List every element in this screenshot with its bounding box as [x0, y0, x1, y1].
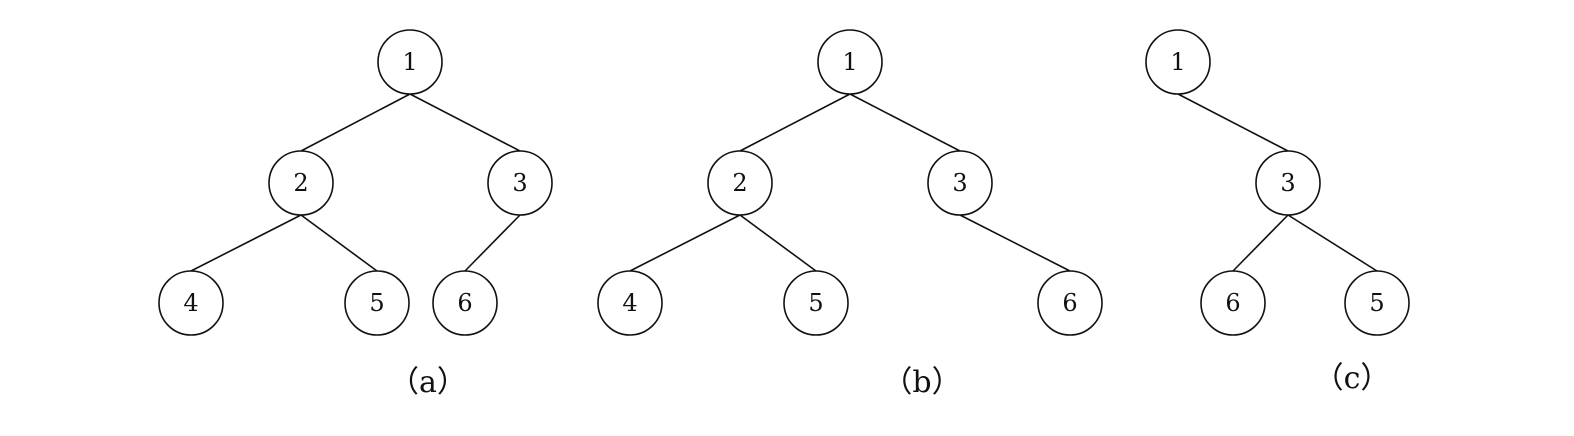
- tree-node-b1: 1: [817, 29, 883, 95]
- tree-caption: （b）: [882, 365, 961, 400]
- node-circle: [817, 29, 883, 95]
- tree-node-a3: 3: [487, 150, 553, 216]
- edge-b2-b5: [739, 214, 817, 272]
- edge-a2-a5: [300, 214, 378, 272]
- node-label: 4: [622, 289, 637, 317]
- tree-node-b6: 6: [1037, 270, 1103, 336]
- node-circle: [1037, 270, 1103, 336]
- tree-b: 1 2 3 4 5 6 （b）: [597, 29, 1103, 400]
- node-label: 2: [732, 169, 747, 197]
- edge-b1-b2: [739, 93, 851, 152]
- node-circle: [158, 270, 224, 336]
- node-circle: [1200, 270, 1266, 336]
- edge-a3-a6: [464, 214, 521, 272]
- tree-node-a5: 5: [344, 270, 410, 336]
- tree-caption: （a）: [389, 365, 467, 400]
- node-label: 3: [512, 169, 527, 197]
- edge-c3-c6: [1232, 214, 1289, 272]
- edge-c3-c5: [1287, 214, 1378, 272]
- node-label: 2: [293, 169, 308, 197]
- node-label: 1: [1170, 48, 1185, 76]
- node-circle: [597, 270, 663, 336]
- tree-node-b5: 5: [783, 270, 849, 336]
- tree-node-c5: 5: [1344, 270, 1410, 336]
- node-label: 3: [1280, 169, 1295, 197]
- node-circle: [927, 150, 993, 216]
- node-label: 6: [457, 289, 472, 317]
- node-label: 5: [1369, 289, 1384, 317]
- node-label: 1: [842, 48, 857, 76]
- edge-b2-b4: [629, 214, 741, 272]
- tree-node-a1: 1: [377, 29, 443, 95]
- node-label: 5: [808, 289, 823, 317]
- node-circle: [707, 150, 773, 216]
- tree-node-a6: 6: [432, 270, 498, 336]
- node-circle: [268, 150, 334, 216]
- tree-node-c3: 3: [1255, 150, 1321, 216]
- node-label: 6: [1062, 289, 1077, 317]
- edge-a2-a4: [190, 214, 302, 272]
- tree-caption: （c）: [1314, 361, 1391, 396]
- node-circle: [1145, 29, 1211, 95]
- tree-node-b2: 2: [707, 150, 773, 216]
- node-circle: [487, 150, 553, 216]
- node-label: 3: [952, 169, 967, 197]
- node-circle: [783, 270, 849, 336]
- edge-b3-b6: [959, 214, 1071, 272]
- node-label: 6: [1225, 289, 1240, 317]
- edge-a1-a3: [409, 93, 521, 152]
- tree-node-a4: 4: [158, 270, 224, 336]
- node-label: 4: [183, 289, 198, 317]
- node-circle: [432, 270, 498, 336]
- tree-node-c1: 1: [1145, 29, 1211, 95]
- node-circle: [1344, 270, 1410, 336]
- edge-b1-b3: [849, 93, 961, 152]
- node-circle: [377, 29, 443, 95]
- edge-a1-a2: [300, 93, 411, 152]
- node-label: 1: [402, 48, 417, 76]
- node-label: 5: [369, 289, 384, 317]
- tree-node-a2: 2: [268, 150, 334, 216]
- tree-c: 1 3 6 5 （c）: [1145, 29, 1410, 396]
- tree-node-b3: 3: [927, 150, 993, 216]
- tree-node-c6: 6: [1200, 270, 1266, 336]
- tree-node-b4: 4: [597, 270, 663, 336]
- tree-a: 1 2 3 4 5 6 （a）: [158, 29, 553, 400]
- node-circle: [1255, 150, 1321, 216]
- edge-c1-c3: [1177, 93, 1289, 152]
- node-circle: [344, 270, 410, 336]
